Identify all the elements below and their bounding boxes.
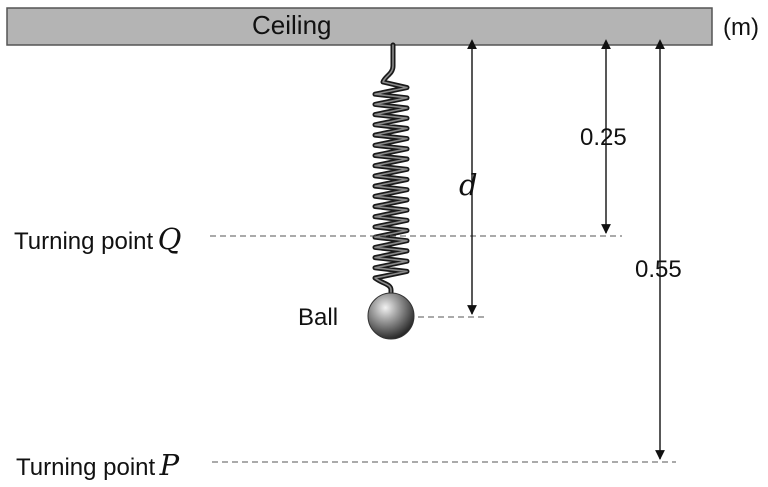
ceiling-bar (6, 7, 713, 46)
turning-point-q-prefix: Turning point (14, 228, 154, 255)
turning-point-p-label: Turning point P (16, 448, 179, 482)
d-label: d (459, 168, 478, 202)
turning-point-q-var: Q (157, 222, 182, 256)
measure-025-label: 0.25 (580, 124, 627, 151)
ceiling-label: Ceiling (252, 10, 332, 40)
measure-055-label: 0.55 (635, 256, 682, 283)
spring-coil-highlight (374, 44, 408, 295)
turning-point-p-prefix: Turning point (16, 454, 156, 481)
ball-label: Ball (298, 304, 339, 331)
spring (372, 42, 410, 297)
ball (367, 292, 415, 340)
turning-point-q-label: Turning point Q (14, 222, 181, 256)
unit-label: (m) (723, 14, 759, 41)
turning-point-p-var: P (159, 448, 180, 482)
